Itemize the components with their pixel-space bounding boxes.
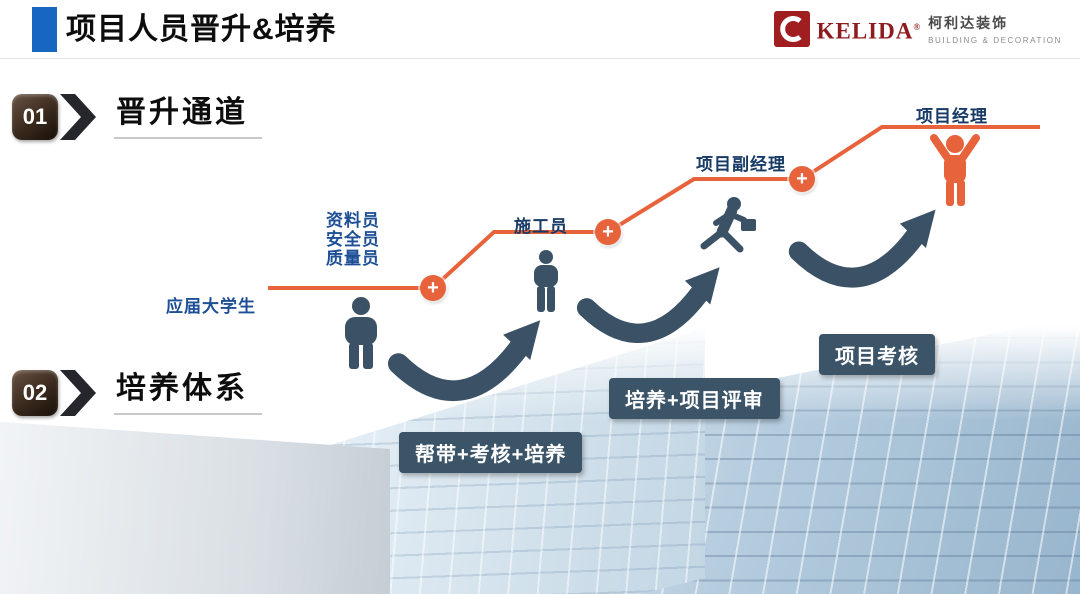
logo-chinese-name: 柯利达装饰 [928,15,1009,32]
section-training-system: 02 培养体系 [12,370,262,416]
stage-label-constructor: 施工员 [514,217,568,236]
kelida-logo-icon [773,11,810,48]
header-divider [0,58,1080,59]
section-title: 培养体系 [114,372,262,415]
curved-up-arrow-icon [387,320,541,402]
plus-badge: + [789,166,815,192]
chevron-right-icon [60,370,96,416]
registered-mark: ® [913,22,922,32]
section-number-badge: 01 [12,94,58,140]
plus-badge: + [595,219,621,245]
stage-label-level2: 资料员 安全员 质量员 [326,211,380,268]
stage-label-clerk: 资料员 [326,211,380,230]
page-title: 项目人员晋升&培养 [66,13,337,46]
logo-english-name: BUILDING & DECORATION [928,36,1062,46]
kelida-logo: KELIDA® 柯利达装饰 BUILDING & DECORATION [773,9,1062,50]
stage-label-safety: 安全员 [326,230,380,249]
section-number-badge: 02 [12,370,58,416]
title-accent-bar [32,7,57,52]
logo-brand-text: KELIDA® [816,18,922,44]
process-box-assessment: 项目考核 [819,334,935,375]
plus-badge: + [420,275,446,301]
section-title: 晋升通道 [114,96,262,139]
stage-label-deputy-manager: 项目副经理 [696,155,786,174]
running-person-briefcase-icon [700,197,756,253]
stage-label-quality: 质量员 [326,249,380,268]
worker-person-icon [534,250,558,312]
standing-person-icon [345,297,377,369]
curved-up-arrow-icon [788,209,936,288]
process-box-mentoring: 帮带+考核+培养 [399,432,583,473]
chevron-right-icon [60,94,96,140]
stage-label-graduate: 应届大学生 [166,297,256,316]
section-promotion-channel: 01 晋升通道 [12,94,262,140]
logo-subtext: 柯利达装饰 BUILDING & DECORATION [928,13,1062,45]
stage-label-project-manager: 项目经理 [916,107,988,126]
process-box-review: 培养+项目评审 [609,378,780,419]
curved-up-arrow-icon [576,267,720,343]
cheering-person-icon [930,134,980,206]
